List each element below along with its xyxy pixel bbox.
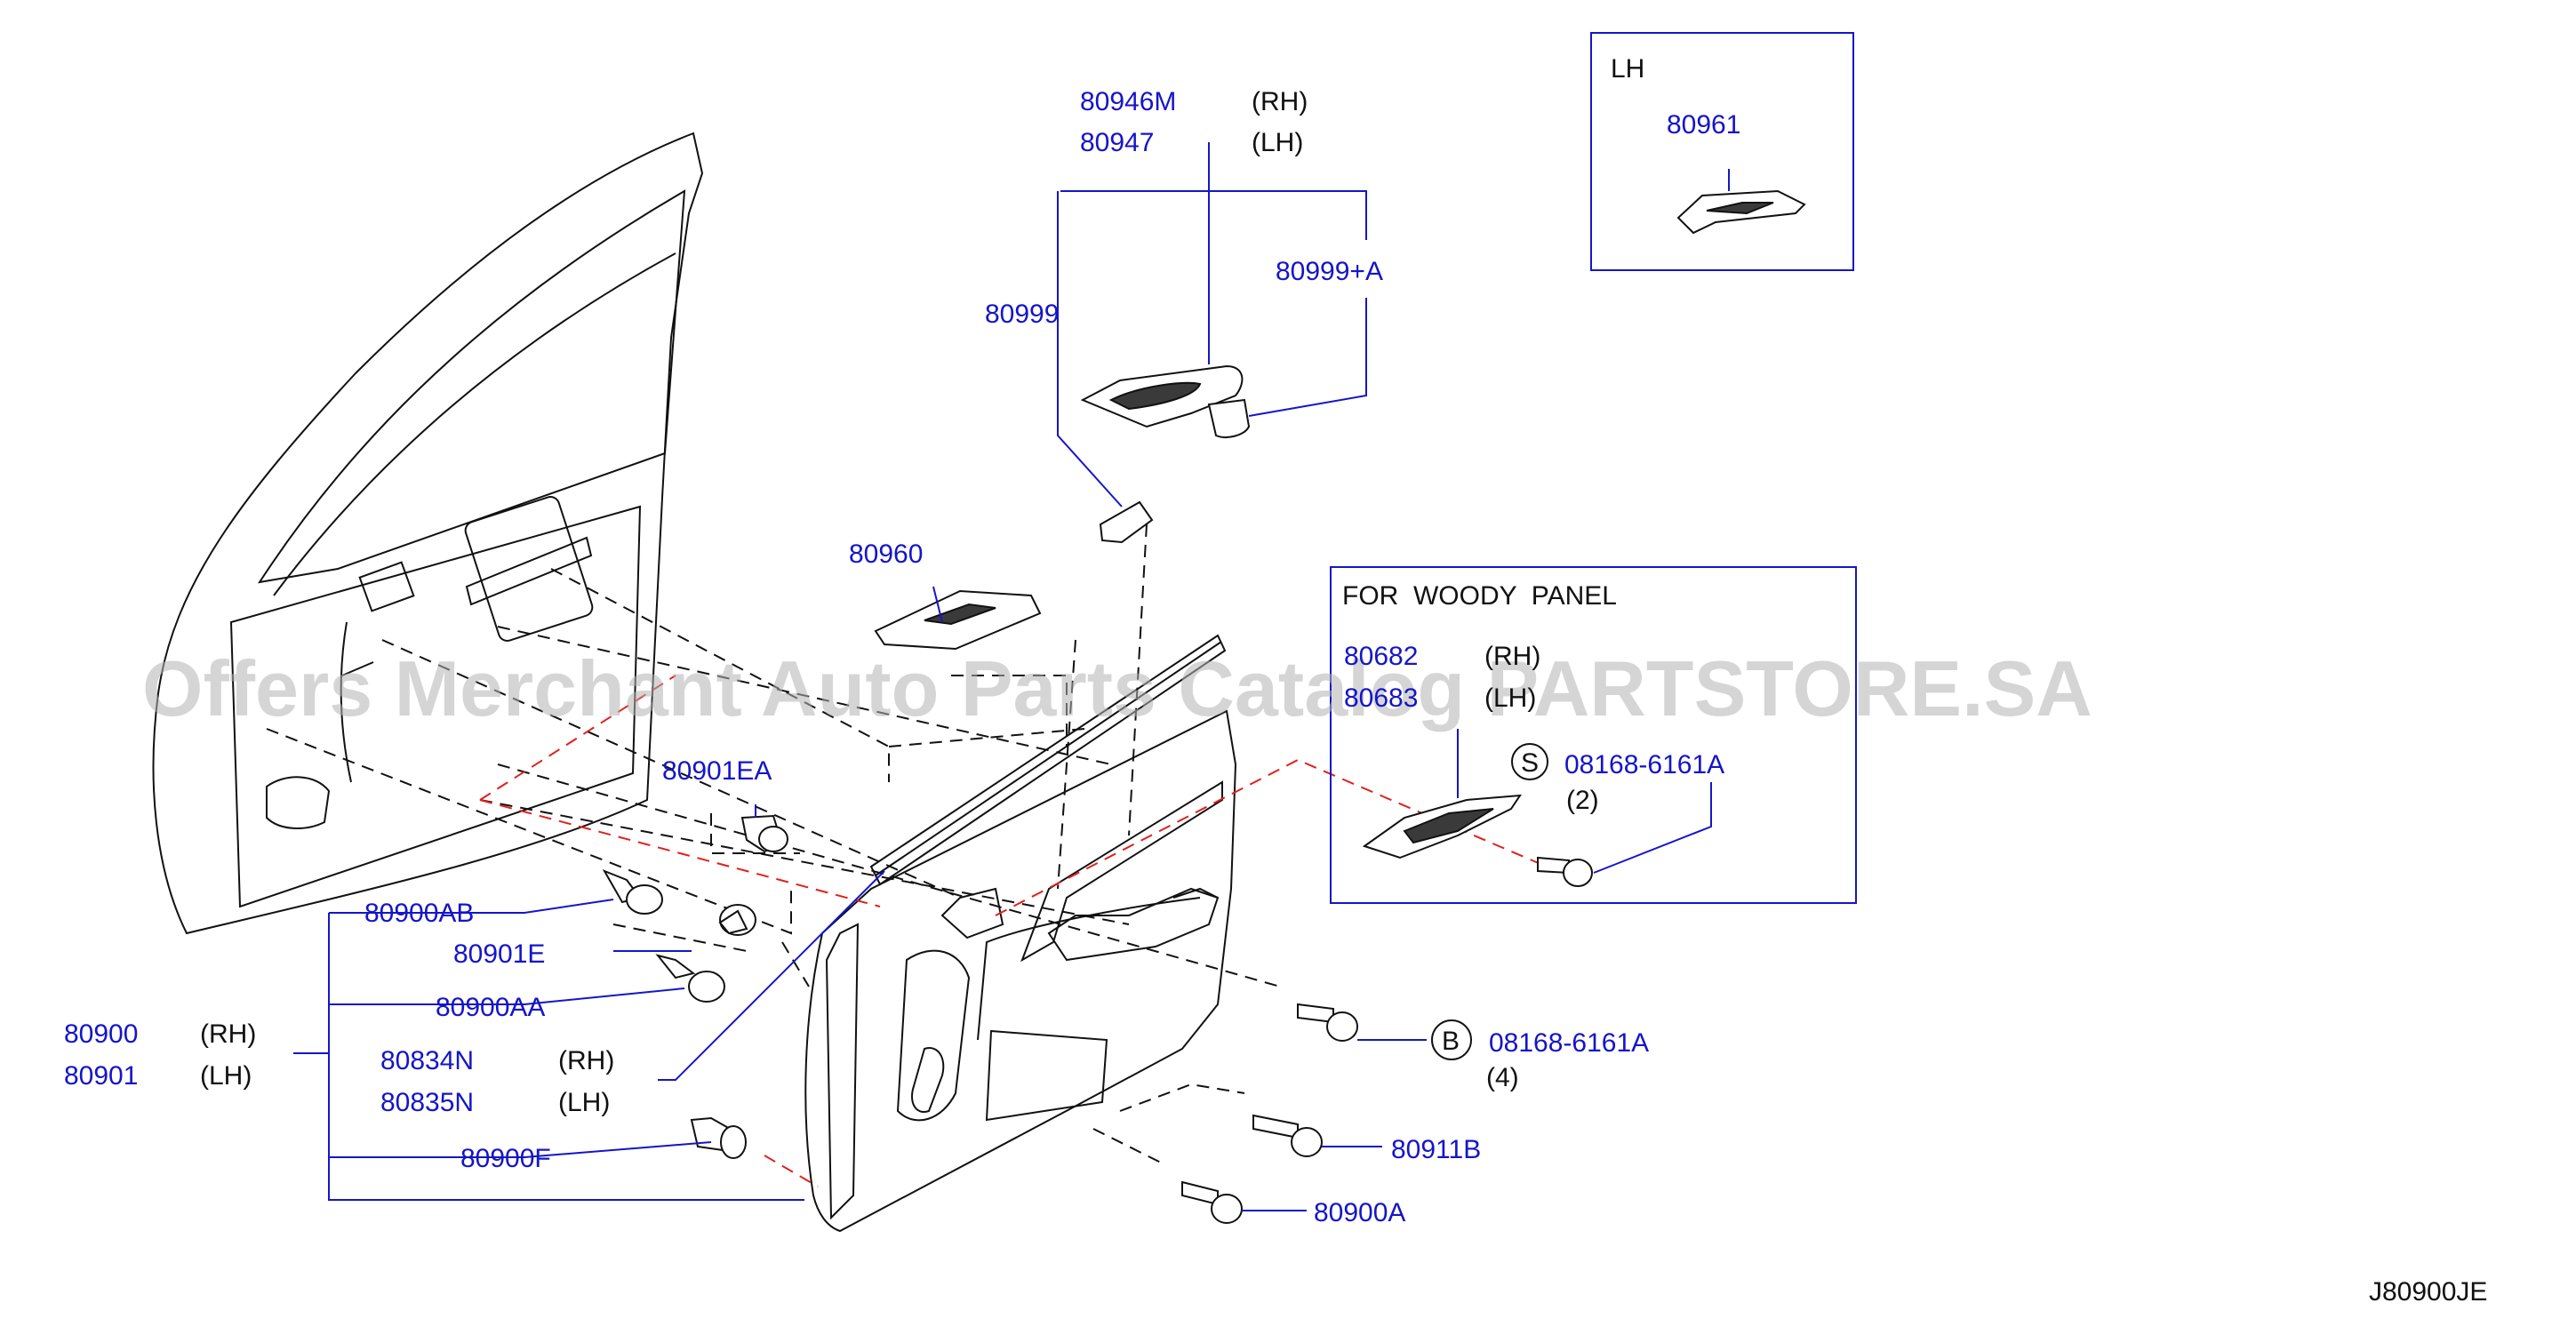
label-80960[interactable]: 80960	[849, 540, 923, 569]
label-80834n[interactable]: 80834N	[380, 1046, 474, 1075]
label-80835n-side: (LH)	[558, 1088, 610, 1117]
label-80900f[interactable]: 80900F	[460, 1144, 551, 1173]
b-callout-symbol: B	[1442, 1027, 1460, 1056]
label-80900-side: (RH)	[200, 1019, 256, 1049]
lh-inset-box	[1590, 32, 1854, 271]
clip-fasteners-drawing	[602, 814, 788, 1159]
label-80900aa[interactable]: 80900AA	[436, 993, 545, 1022]
label-80682-side: (RH)	[1484, 642, 1540, 671]
label-80900ab[interactable]: 80900AB	[364, 899, 474, 928]
label-80900a[interactable]: 80900A	[1314, 1198, 1405, 1227]
label-80999[interactable]: 80999	[985, 300, 1059, 329]
label-80946m[interactable]: 80946M	[1080, 87, 1176, 116]
lh-inset-drawing	[1676, 189, 1806, 235]
label-b-qty: (4)	[1486, 1063, 1519, 1092]
watermark-text: Offers Merchant Auto Parts Catalog PARTS…	[142, 644, 2092, 732]
leader-lines	[293, 142, 1730, 1211]
woody-panel-box	[1330, 566, 1857, 904]
label-80683[interactable]: 80683	[1344, 683, 1418, 713]
label-80947-side: (LH)	[1252, 128, 1303, 157]
label-80911b[interactable]: 80911B	[1391, 1135, 1481, 1164]
label-80946m-side: (RH)	[1252, 87, 1308, 116]
label-80947[interactable]: 80947	[1080, 128, 1154, 157]
label-80682[interactable]: 80682	[1344, 642, 1418, 671]
handle-cover-drawing	[874, 589, 1042, 651]
woody-panel-drawing	[1362, 794, 1522, 859]
switch-bezel-drawing	[1080, 364, 1251, 544]
label-woody-screw[interactable]: 08168-6161A	[1564, 750, 1724, 779]
label-80834n-side: (RH)	[558, 1046, 614, 1075]
s-callout-circle	[1511, 743, 1548, 780]
label-80901-side: (LH)	[200, 1061, 252, 1091]
diagram-code: J80900JE	[2369, 1277, 2487, 1307]
label-80901ea[interactable]: 80901EA	[662, 756, 772, 786]
label-b-part[interactable]: 08168-6161A	[1489, 1028, 1649, 1058]
label-80683-side: (LH)	[1484, 683, 1536, 713]
label-woody-screw-qty: (2)	[1566, 786, 1599, 815]
door-frame-drawing	[152, 132, 704, 935]
screws-drawing	[1181, 856, 1593, 1224]
label-80835n[interactable]: 80835N	[380, 1088, 474, 1117]
label-80900[interactable]: 80900	[64, 1019, 138, 1049]
lh-inset-title: LH	[1611, 54, 1644, 84]
s-callout-symbol: S	[1521, 748, 1539, 778]
label-80999a[interactable]: 80999+A	[1276, 257, 1383, 286]
label-80901e[interactable]: 80901E	[453, 939, 545, 969]
b-callout-circle	[1431, 1019, 1472, 1060]
label-80901[interactable]: 80901	[64, 1061, 138, 1091]
label-80961[interactable]: 80961	[1667, 110, 1740, 140]
woody-panel-title: FOR WOODY PANEL	[1342, 581, 1617, 611]
